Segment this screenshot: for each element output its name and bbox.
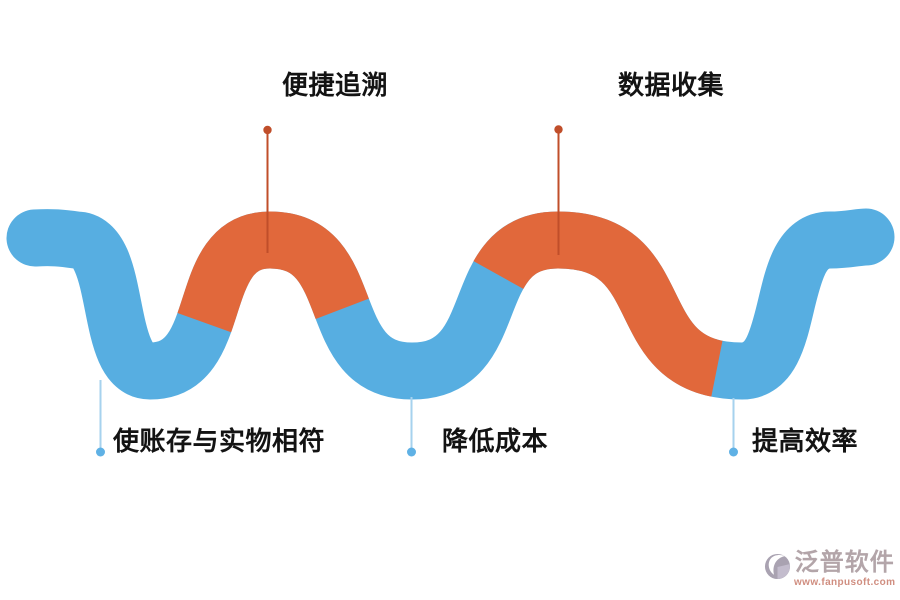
brand-name: 泛普软件 [794, 549, 895, 576]
step-label-bottom-1: 使账存与实物相符 [113, 426, 326, 456]
bottom-connector-1 [96, 380, 105, 457]
bottom-connector-3 [729, 398, 738, 457]
step-label-top-1: 便捷追溯 [282, 70, 389, 100]
top-connector-2 [554, 125, 563, 255]
brand-logo: 泛普软件 www.fanpusoft.com [764, 549, 896, 588]
fanpu-logo-icon [764, 553, 791, 580]
step-label-top-2: 数据收集 [618, 70, 725, 100]
step-label-bottom-2: 降低成本 [442, 426, 549, 456]
top-connector-1 [263, 125, 272, 253]
step-label-bottom-3: 提高效率 [752, 426, 859, 456]
bottom-connector-dot-2 [407, 447, 416, 457]
bottom-connector-dot-3 [729, 447, 738, 457]
brand-url: www.fanpusoft.com [794, 576, 896, 588]
ribbon-path [6, 208, 895, 400]
top-connector-dot-1 [263, 125, 272, 135]
bottom-connector-dot-1 [96, 447, 105, 457]
top-connector-dot-2 [554, 125, 563, 134]
bottom-connector-2 [407, 397, 416, 457]
